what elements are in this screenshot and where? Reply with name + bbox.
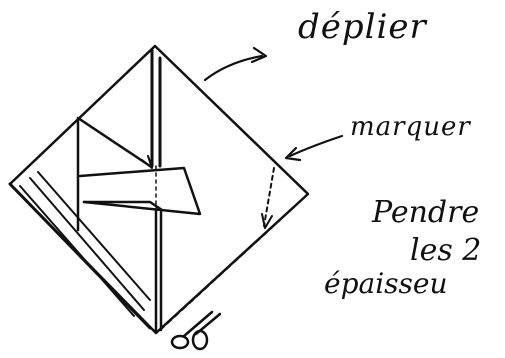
scissors-icon [172, 312, 220, 349]
paper-layer-edges [20, 172, 150, 316]
mark-crease [264, 168, 274, 226]
les2-label: les 2 [410, 236, 481, 266]
deplier-arrow [205, 56, 262, 80]
center-flap [152, 50, 160, 166]
marquer-label: marquer [350, 114, 471, 140]
deplier-label: déplier [298, 10, 427, 44]
epaisseur-label: épaisseu [324, 270, 447, 298]
marquer-arrow [290, 136, 342, 156]
prendre-label: Pendre [372, 198, 479, 228]
triangle-fold [80, 168, 200, 214]
